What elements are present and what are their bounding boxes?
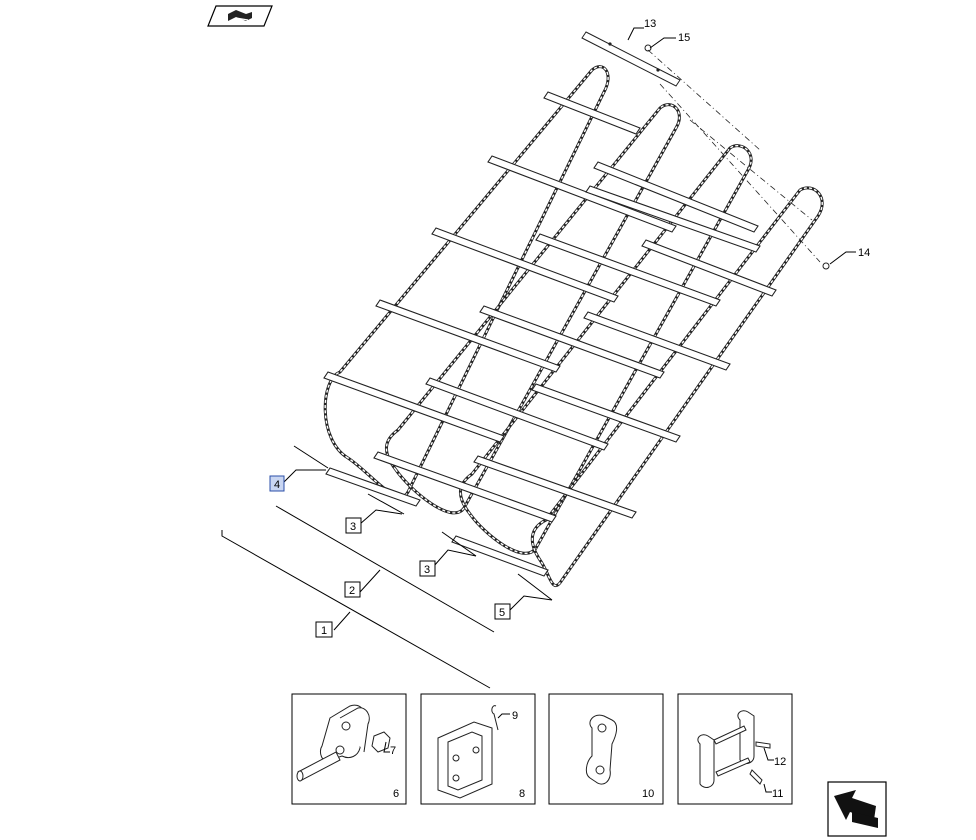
slat bbox=[531, 383, 681, 443]
link-pins-part bbox=[697, 710, 774, 793]
svg-text:13: 13 bbox=[644, 18, 656, 30]
callout-4-box[interactable] bbox=[269, 475, 285, 492]
slat bbox=[473, 455, 637, 519]
detail-box-11[interactable]: 12 11 bbox=[677, 693, 793, 805]
guide-strip bbox=[581, 31, 681, 87]
slat bbox=[325, 467, 421, 507]
slat bbox=[543, 91, 641, 135]
callout-4[interactable]: 4 bbox=[269, 445, 329, 492]
callout-15[interactable]: 15 bbox=[649, 32, 690, 49]
svg-text:4: 4 bbox=[274, 479, 280, 491]
detail-box-8[interactable]: 9 8 bbox=[420, 693, 536, 805]
svg-text:11: 11 bbox=[772, 788, 783, 800]
detail-box-6[interactable]: 7 6 bbox=[291, 693, 407, 805]
svg-text:2: 2 bbox=[349, 585, 355, 597]
slat bbox=[375, 299, 561, 373]
svg-text:10: 10 bbox=[642, 788, 654, 800]
slat bbox=[593, 161, 759, 233]
callout-1[interactable]: 1 bbox=[221, 530, 491, 689]
svg-text:8: 8 bbox=[519, 788, 525, 800]
svg-text:12: 12 bbox=[774, 756, 786, 768]
svg-text:3: 3 bbox=[350, 521, 356, 533]
slat bbox=[479, 305, 665, 379]
slat bbox=[585, 185, 761, 253]
callout-14[interactable]: 14 bbox=[829, 247, 870, 265]
slat bbox=[425, 377, 609, 451]
callout-5[interactable]: 5 bbox=[494, 573, 553, 620]
slat bbox=[641, 239, 777, 297]
svg-text:7: 7 bbox=[390, 745, 396, 757]
callout-3a[interactable]: 3 bbox=[345, 493, 405, 534]
svg-text:1: 1 bbox=[321, 625, 327, 637]
conveyor-chain-assembly bbox=[323, 31, 830, 588]
slat bbox=[583, 311, 731, 371]
detail-box-10[interactable]: 10 bbox=[548, 693, 664, 805]
next-page-arrow-icon[interactable] bbox=[827, 781, 887, 837]
bolt bbox=[644, 44, 652, 52]
nut-part bbox=[371, 731, 391, 753]
slat bbox=[323, 371, 505, 443]
svg-text:9: 9 bbox=[512, 710, 518, 722]
slat bbox=[487, 155, 677, 233]
chain-loop bbox=[385, 103, 681, 515]
bracket-part bbox=[437, 721, 493, 799]
connecting-link-part bbox=[296, 704, 370, 782]
callout-2[interactable]: 2 bbox=[275, 505, 495, 633]
svg-text:3: 3 bbox=[424, 564, 430, 576]
offset-link-part bbox=[585, 714, 618, 785]
svg-text:5: 5 bbox=[499, 607, 505, 619]
callout-13[interactable]: 13 bbox=[627, 18, 656, 41]
slat bbox=[373, 451, 557, 523]
callout-3b[interactable]: 3 bbox=[419, 531, 477, 577]
slat bbox=[535, 233, 721, 307]
slat bbox=[431, 227, 619, 303]
svg-text:6: 6 bbox=[393, 788, 399, 800]
book-pointer-icon[interactable] bbox=[207, 5, 273, 27]
chain-loop bbox=[530, 186, 824, 588]
svg-text:15: 15 bbox=[678, 32, 690, 44]
svg-text:14: 14 bbox=[858, 247, 870, 259]
cotter-pin-part bbox=[491, 705, 510, 731]
bolt bbox=[822, 262, 830, 270]
